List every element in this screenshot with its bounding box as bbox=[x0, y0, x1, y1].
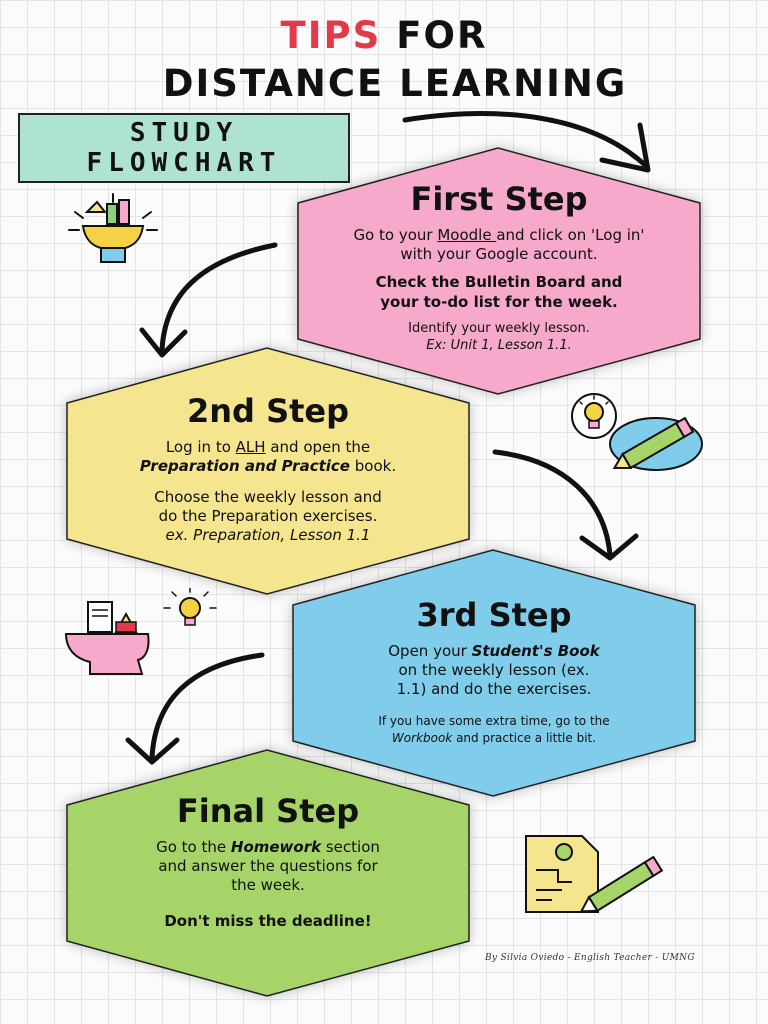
first-step-bold1: Check the Bulletin Board and bbox=[375, 273, 623, 291]
first-step-text: and click on 'Log in' bbox=[496, 226, 645, 244]
page-title-line1: TIPS FOR bbox=[0, 14, 768, 57]
final-step-line1: Go to the Homework section bbox=[156, 838, 380, 857]
students-book: Student's Book bbox=[471, 642, 600, 660]
book-name: Preparation and Practice bbox=[139, 457, 350, 475]
third-step-hexagon bbox=[292, 549, 696, 797]
arrowhead-first-to-second bbox=[139, 327, 188, 358]
first-step-bold2: your to-do list for the week. bbox=[380, 293, 618, 311]
workbook-name: Workbook bbox=[391, 731, 453, 745]
second-step-hexagon bbox=[66, 347, 470, 595]
homework-word: Homework bbox=[230, 838, 322, 856]
third-step-line1: Open your Student's Book bbox=[388, 642, 600, 661]
third-step-title: 3rd Step bbox=[416, 596, 572, 634]
second-step-text: and open the bbox=[265, 438, 371, 456]
badge-line2: FLOWCHART bbox=[86, 148, 282, 178]
moodle-link[interactable]: Moodle bbox=[437, 226, 497, 244]
arrow-second-to-third bbox=[492, 449, 613, 558]
third-step-card: 3rd Step Open your Student's Book on the… bbox=[292, 549, 696, 797]
final-step-line3: the week. bbox=[231, 876, 305, 894]
second-step-line1: Log in to ALH and open the bbox=[166, 438, 370, 457]
study-flowchart-badge: STUDY FLOWCHART bbox=[18, 113, 350, 183]
head-pencils-icon bbox=[64, 588, 217, 675]
final-step-bold: Don't miss the deadline! bbox=[164, 912, 372, 930]
badge-line1: STUDY bbox=[129, 118, 239, 148]
page-title-line2: DISTANCE LEARNING bbox=[162, 62, 628, 105]
second-step-card: 2nd Step Log in to ALH and open the Prep… bbox=[66, 347, 470, 595]
final-step-line2: and answer the questions for bbox=[158, 857, 378, 875]
lightbulb-pencil-icon bbox=[571, 393, 703, 471]
arrow-third-to-final bbox=[149, 652, 265, 761]
second-step-line5: ex. Preparation, Lesson 1.1 bbox=[165, 526, 371, 544]
third-step-text: and practice a little bit. bbox=[452, 731, 597, 745]
second-step-line4: do the Preparation exercises. bbox=[158, 507, 378, 525]
first-step-line1: Go to your Moodle and click on 'Log in' bbox=[353, 226, 644, 245]
first-step-hexagon bbox=[297, 147, 701, 395]
arrowhead-third-to-final bbox=[125, 737, 180, 765]
first-step-text: Go to your bbox=[353, 226, 438, 244]
arrowhead-title-to-first bbox=[599, 122, 651, 173]
title-tips: TIPS bbox=[280, 14, 382, 57]
final-step-text: Go to the bbox=[156, 838, 231, 856]
third-step-line3: 1.1) and do the exercises. bbox=[396, 680, 592, 698]
third-step-text: Open your bbox=[388, 642, 472, 660]
first-step-card: First Step Go to your Moodle and click o… bbox=[297, 147, 701, 395]
final-step-card: Final Step Go to the Homework section an… bbox=[66, 749, 470, 997]
final-step-hexagon bbox=[66, 749, 470, 997]
first-step-line2: with your Google account. bbox=[400, 245, 598, 263]
alh-link[interactable]: ALH bbox=[235, 438, 266, 456]
idea-lightbulb-icon bbox=[68, 193, 158, 263]
author-credit: By Silvia Oviedo - English Teacher - UMN… bbox=[485, 953, 695, 963]
second-step-title: 2nd Step bbox=[186, 392, 350, 430]
first-step-small1: Identify your weekly lesson. bbox=[408, 321, 590, 336]
second-step-line3: Choose the weekly lesson and bbox=[154, 488, 382, 506]
arrowhead-second-to-third bbox=[579, 533, 639, 561]
third-step-line2: on the weekly lesson (ex. bbox=[398, 661, 590, 679]
arrow-title-to-first bbox=[402, 111, 648, 168]
arrow-first-to-second bbox=[159, 242, 278, 353]
second-step-text: Log in to bbox=[165, 438, 236, 456]
second-step-text: book. bbox=[349, 457, 397, 475]
first-step-title: First Step bbox=[410, 180, 588, 218]
final-step-title: Final Step bbox=[176, 792, 360, 830]
first-step-small2: Ex: Unit 1, Lesson 1.1. bbox=[426, 338, 572, 353]
third-step-small2: Workbook and practice a little bit. bbox=[392, 730, 596, 747]
second-step-line2: Preparation and Practice book. bbox=[140, 457, 396, 476]
title-for: FOR bbox=[396, 14, 488, 57]
third-step-small1: If you have some extra time, go to the bbox=[378, 714, 610, 728]
document-pencil-icon bbox=[525, 835, 664, 913]
final-step-text: section bbox=[321, 838, 380, 856]
